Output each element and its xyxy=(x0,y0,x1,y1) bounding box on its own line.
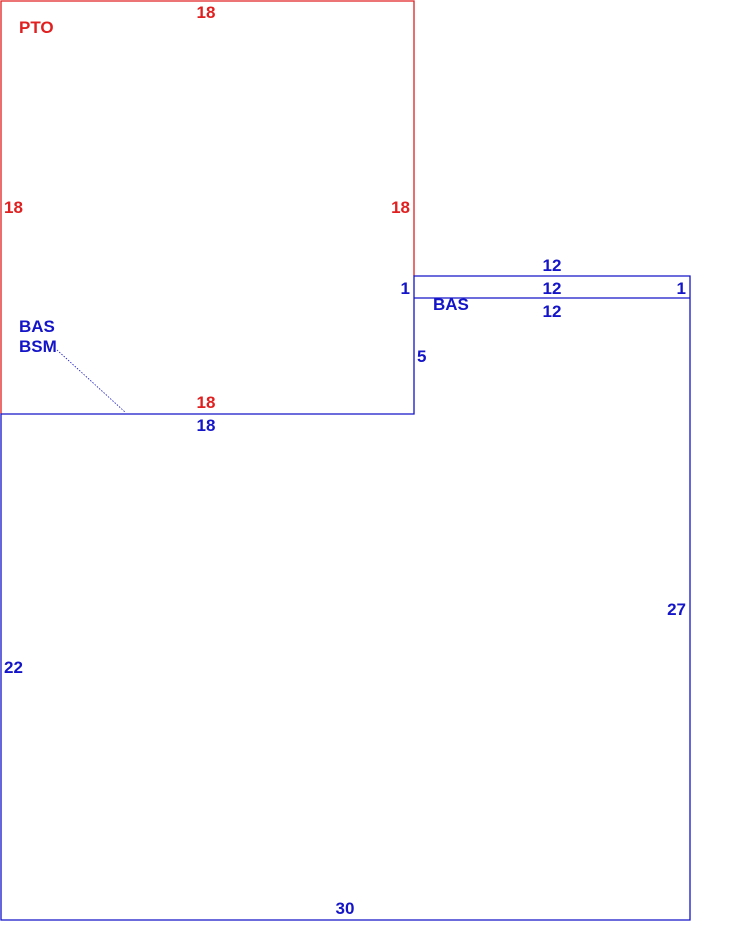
strip-right-dimension: 1 xyxy=(677,279,686,298)
main-area-label-bsm: BSM xyxy=(19,337,57,356)
pto-outline xyxy=(0,0,415,414)
strip-middle-dimension: 12 xyxy=(543,279,562,298)
main-bottom-dimension: 30 xyxy=(336,899,355,918)
pto-area-label: PTO xyxy=(19,18,54,37)
pto-right-dimension: 18 xyxy=(391,198,410,217)
strip-top-dimension: 12 xyxy=(543,256,562,275)
bsm-leader-line xyxy=(56,349,126,413)
strip-bottom-dimension: 12 xyxy=(543,302,562,321)
main-top-left-dimension: 18 xyxy=(197,416,216,435)
main-area-label-bas: BAS xyxy=(19,317,55,336)
main-step-dimension: 5 xyxy=(417,347,426,366)
main-outline xyxy=(0,275,691,921)
pto-left-dimension: 18 xyxy=(4,198,23,217)
pto-bottom-dimension: 18 xyxy=(197,393,216,412)
main-left-dimension: 22 xyxy=(4,658,23,677)
strip-area-label: BAS xyxy=(433,295,469,314)
main-right-dimension: 27 xyxy=(667,600,686,619)
strip-left-dimension: 1 xyxy=(401,279,410,298)
pto-top-dimension: 18 xyxy=(197,3,216,22)
